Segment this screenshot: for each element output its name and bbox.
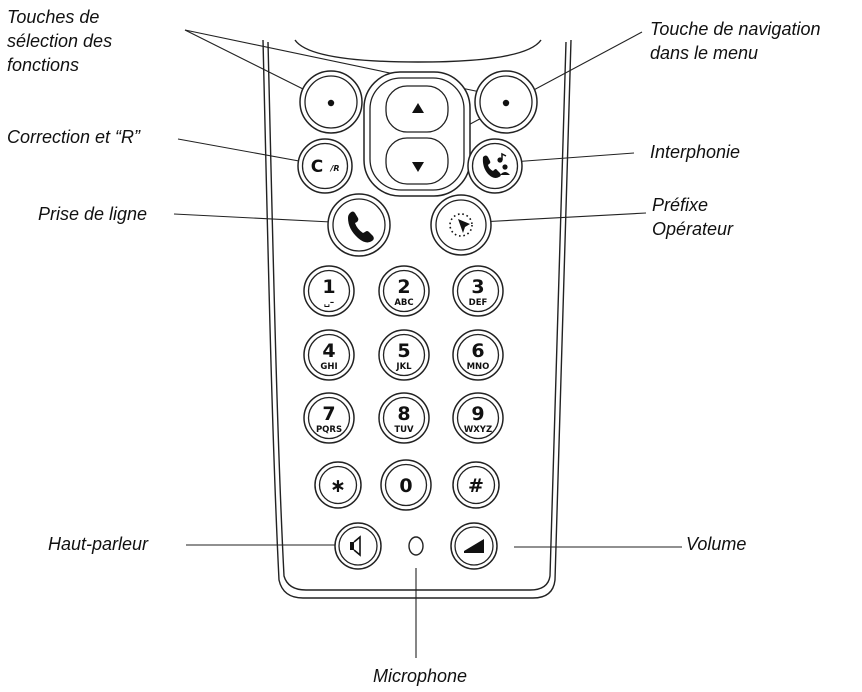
label-function-keys: Touches de sélection des fonctions [7,7,113,75]
left-function-key[interactable] [299,70,363,134]
hash-key-label: # [468,475,484,497]
label-volume: Volume [686,534,747,554]
digit-key-7-letters: PQRS [316,425,342,435]
down-arrow-icon [412,162,424,172]
label-correction: Correction et “R” [7,127,141,147]
line-key[interactable] [327,193,391,257]
zero-key[interactable]: 0 [380,459,432,511]
phone-handset-icon [348,211,374,243]
recall-key-label: /R [329,164,339,173]
digit-key-1[interactable]: 1␣– [303,265,355,317]
label-microphone: Microphone [373,666,468,686]
navigation-key[interactable] [363,71,471,197]
right-function-key[interactable] [474,70,538,134]
digit-key-2-label: 2 [397,276,410,298]
digit-key-7-label: 7 [322,403,335,425]
correction-key-label: C [311,157,323,177]
hash-key[interactable]: # [452,461,500,509]
digit-key-1-label: 1 [322,276,335,298]
digit-key-6-letters: MNO [467,362,490,372]
speaker-key[interactable] [334,522,382,570]
nav-down-button[interactable] [385,137,449,185]
digit-key-9-letters: WXYZ [464,425,492,435]
zero-key-label: 0 [399,475,412,497]
digit-key-8-letters: TUV [394,425,414,435]
digit-key-6-label: 6 [471,340,484,362]
star-key[interactable]: ∗ [314,461,362,509]
digit-key-9-label: 9 [471,403,484,425]
label-intercom: Interphonie [650,142,741,162]
intercom-icon [482,152,510,178]
digit-key-3-letters: DEF [469,298,488,308]
digit-key-8-label: 8 [397,403,410,425]
digit-key-3-label: 3 [471,276,484,298]
digit-key-1-letters: ␣– [324,298,334,308]
label-line: Prise de ligne [38,204,148,224]
microphone-opening [408,536,424,556]
digit-key-4-label: 4 [322,340,335,362]
digit-key-5-label: 5 [397,340,410,362]
intercom-key[interactable] [467,138,523,194]
volume-key[interactable] [450,522,498,570]
operator-prefix-key[interactable] [430,194,492,256]
label-operator-prefix: Préfixe Opérateur [652,195,734,239]
label-menu-navigation: Touche de navigation dans le menu [650,19,821,63]
volume-icon [464,539,484,553]
digit-key-5-letters: JKL [395,362,412,372]
operator-prefix-icon [449,213,473,237]
up-arrow-icon [412,103,424,113]
nav-up-button[interactable] [385,85,449,133]
speaker-icon [350,535,361,557]
correction-key[interactable]: C /R [297,138,353,194]
label-speaker: Haut-parleur [48,534,149,554]
digit-key-4-letters: GHI [320,362,337,372]
star-key-label: ∗ [330,475,346,497]
digit-key-2-letters: ABC [394,298,413,308]
